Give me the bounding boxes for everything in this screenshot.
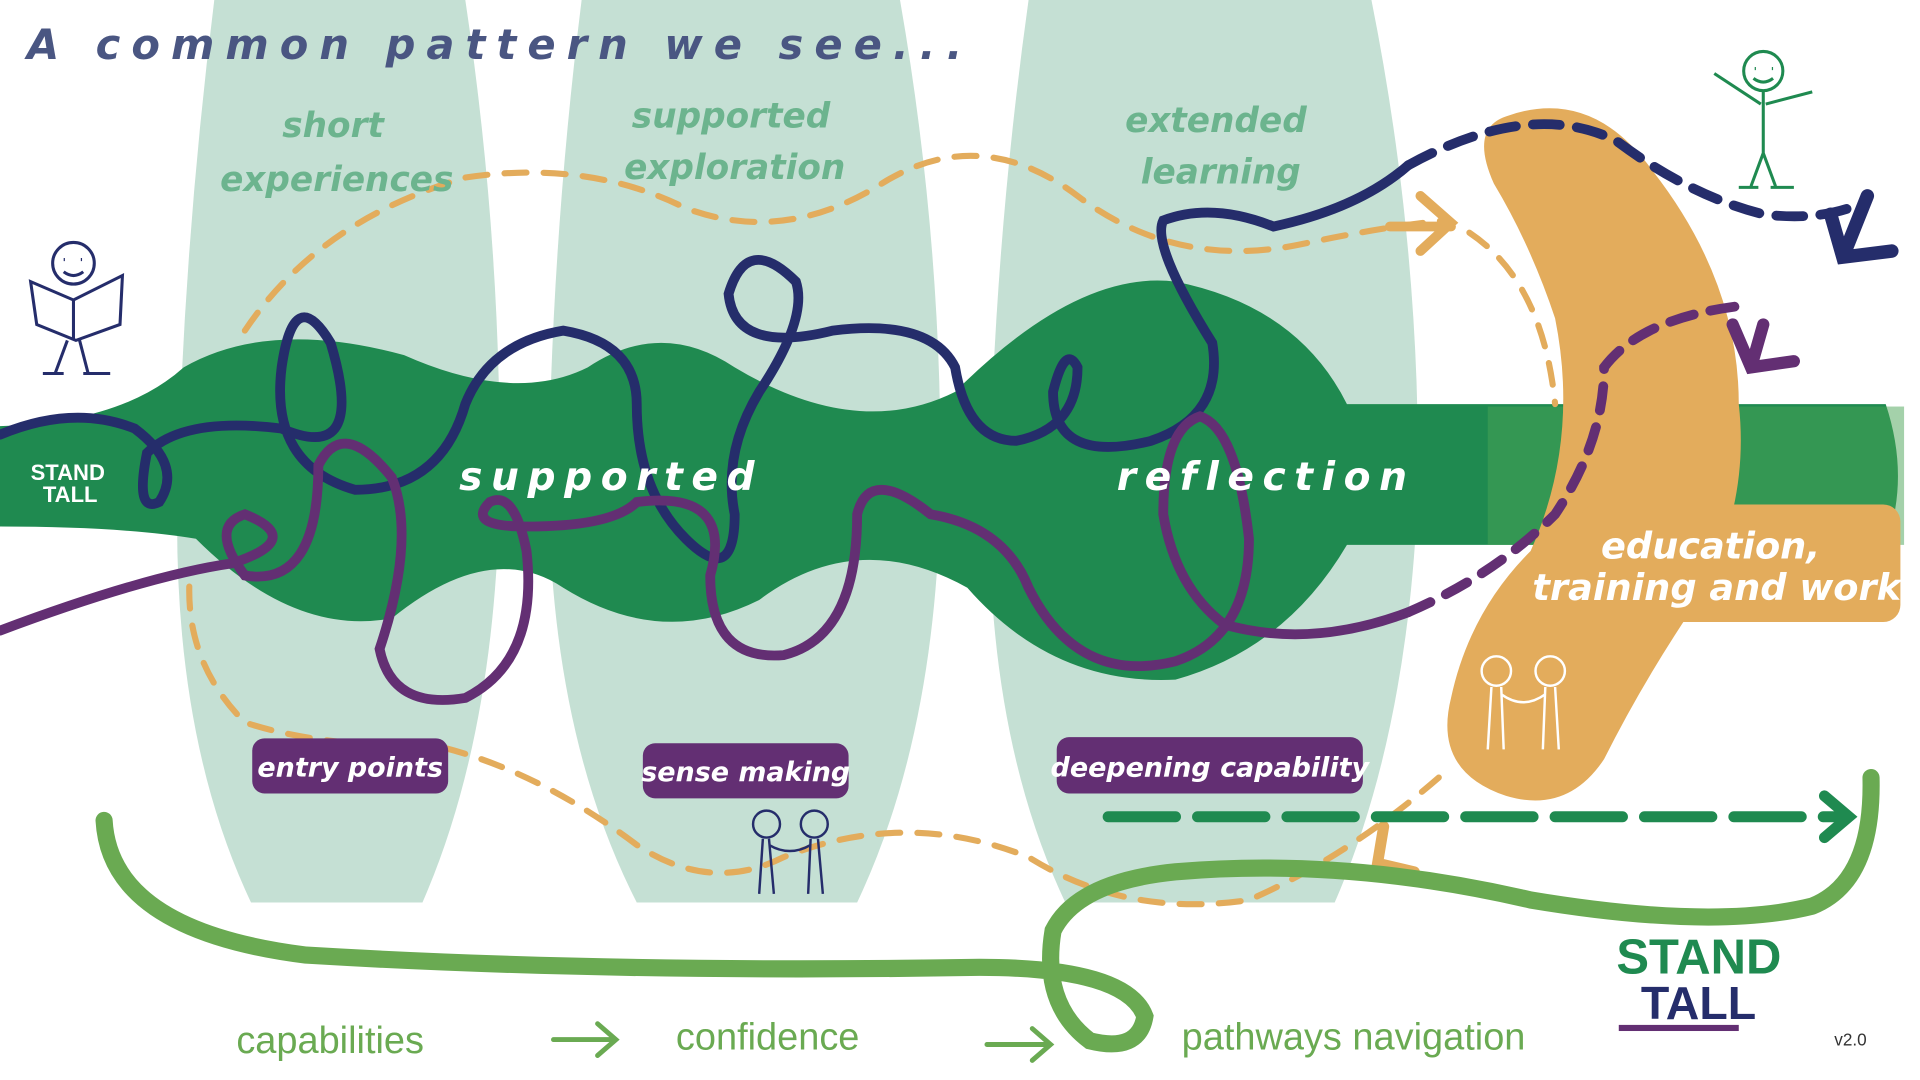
arrow-right-icon	[984, 1026, 1055, 1063]
orange-arrow-head-right	[1384, 191, 1459, 256]
svg-text:STAND: STAND	[1616, 930, 1781, 984]
tag-sense-making: sense making	[641, 743, 850, 799]
destination-line1: education,	[1601, 524, 1820, 567]
navy-path	[0, 160, 1414, 564]
column-label-line1: supported	[632, 96, 831, 136]
destination-box	[1579, 504, 1901, 623]
purple-dashed-path	[1403, 301, 1744, 618]
logo-small: STAND TALL	[31, 460, 105, 507]
handshake-people-white-icon	[1480, 655, 1567, 750]
handshake-people-icon	[751, 809, 829, 894]
version-label: v2.0	[1834, 1030, 1866, 1050]
orange-blob	[1447, 108, 1741, 801]
column-label-line2: experiences	[220, 160, 453, 200]
purple-path	[0, 411, 1414, 705]
orange-arrow-head-down	[1371, 821, 1420, 878]
waving-person-icon	[1713, 49, 1813, 189]
light-green-path	[95, 768, 1880, 1053]
navy-arrow-head	[1823, 189, 1899, 265]
tag-label: sense making	[641, 757, 850, 788]
page-title: A common pattern we see...	[24, 20, 973, 69]
band-label-supported: supported	[459, 455, 763, 500]
svg-text:STAND: STAND	[31, 460, 105, 485]
tag-label: entry points	[257, 752, 443, 783]
bottom-label-confidence: confidence	[676, 1016, 860, 1058]
column-label-line2: learning	[1141, 153, 1301, 193]
svg-text:TALL: TALL	[1641, 977, 1756, 1029]
tag-label: deepening capability	[1051, 752, 1371, 783]
bottom-label-capabilities: capabilities	[236, 1020, 424, 1062]
svg-text:TALL: TALL	[43, 482, 98, 507]
destination-line2: training and work	[1532, 566, 1903, 609]
tag-entry-points: entry points	[252, 738, 449, 794]
column-label-line1: extended	[1125, 101, 1307, 141]
orange-dashed-path	[186, 152, 1559, 908]
tag-deepening-capability: deepening capability	[1051, 737, 1371, 794]
logo-large: STAND TALL	[1616, 930, 1781, 1032]
column-label-line2: exploration	[624, 148, 845, 188]
navy-dashed-path	[1403, 119, 1854, 222]
bottom-label-pathways-navigation: pathways navigation	[1182, 1016, 1526, 1058]
column-label-line1: short	[282, 106, 385, 146]
green-arrow-head	[1818, 790, 1858, 844]
band-label-reflection: reflection	[1117, 455, 1416, 500]
arrow-right-icon	[551, 1021, 620, 1058]
reading-person-icon	[28, 240, 125, 375]
purple-arrow-head	[1726, 318, 1800, 375]
